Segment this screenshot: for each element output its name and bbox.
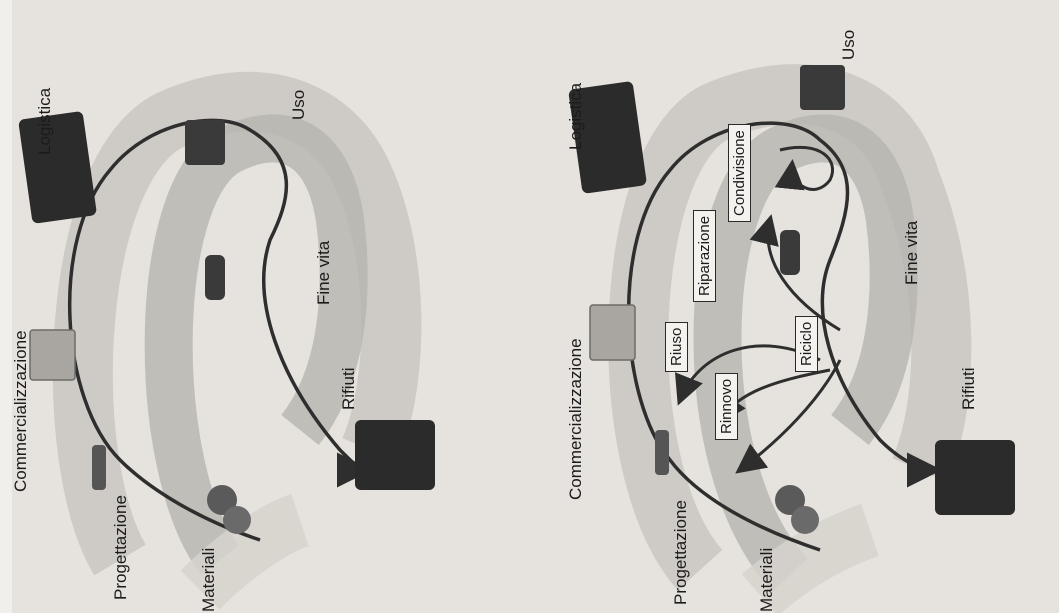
label-progettazione: Progettazione: [112, 495, 129, 600]
circ-label-uso: Uso: [840, 30, 857, 60]
label-rifiuti: Rifiuti: [340, 367, 357, 410]
circ-label-logistica: Logistica: [567, 83, 584, 150]
materiali-barrel-icon-2: [223, 506, 251, 534]
circ-box-riciclo: Riciclo: [795, 316, 818, 372]
circ-commercializzazione-shop-icon: [590, 305, 635, 360]
label-fine-vita: Fine vita: [315, 241, 332, 305]
circ-label-commercializzazione: Commercializzazione: [567, 338, 584, 500]
progettazione-pen-icon: [92, 445, 106, 490]
label-materiali: Materiali: [200, 548, 217, 612]
label-logistica: Logistica: [36, 88, 53, 155]
circ-box-condivisione: Condivisione: [728, 124, 751, 222]
linear-ribbon-inner: [169, 138, 344, 560]
circ-progettazione-pen-icon: [655, 430, 669, 475]
circ-box-riparazione: Riparazione: [693, 210, 716, 302]
circ-bottle-icon: [780, 230, 800, 275]
label-uso: Uso: [290, 90, 307, 120]
fine-vita-bottle-icon: [205, 255, 225, 300]
circ-label-materiali: Materiali: [758, 548, 775, 612]
commercializzazione-shop-icon: [30, 330, 75, 380]
circ-box-riuso: Riuso: [665, 322, 688, 372]
circ-materiali-barrel-icon-2: [791, 506, 819, 534]
riparazione-loop-arrow: [768, 220, 840, 330]
circ-box-rinnovo: Rinnovo: [715, 373, 738, 440]
uso-object-icon: [185, 120, 225, 165]
logistica-truck-icon: [18, 111, 97, 224]
label-commercializzazione: Commercializzazione: [12, 330, 29, 492]
linear-economy-diagram: [18, 102, 435, 590]
circ-rifiuti-bin-icon: [935, 440, 1015, 515]
circ-label-fine-vita: Fine vita: [903, 221, 920, 285]
circ-uso-object-icon: [800, 65, 845, 110]
rifiuti-bin-icon: [355, 420, 435, 490]
circular-economy-diagram: [568, 65, 1015, 595]
circ-label-rifiuti: Rifiuti: [960, 367, 977, 410]
circ-label-progettazione: Progettazione: [672, 500, 689, 605]
